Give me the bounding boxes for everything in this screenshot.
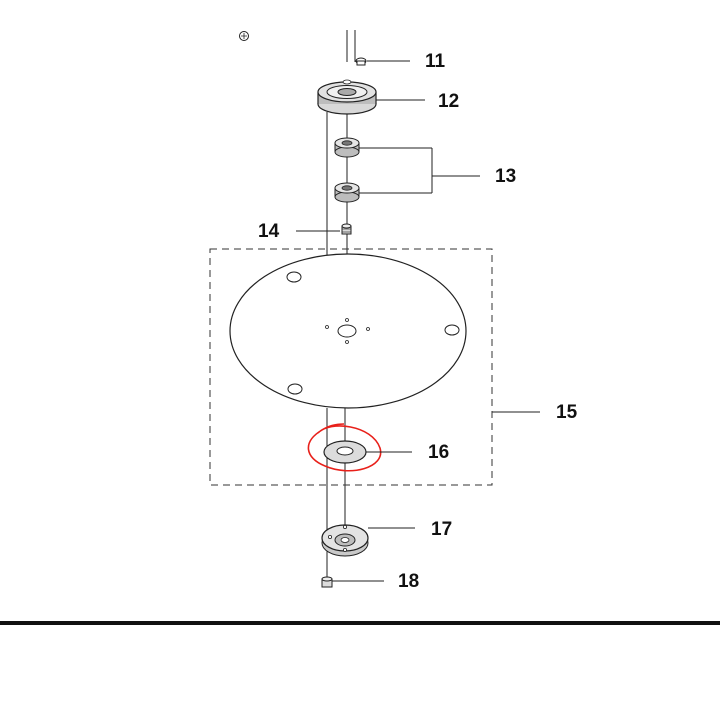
- part-12-bearing-housing: [317, 79, 377, 115]
- registration-symbol-icon: [239, 31, 249, 41]
- part-15-assembly-boundary: [209, 248, 493, 486]
- callout-11: 11: [425, 51, 446, 72]
- cutting-disc: [229, 253, 467, 409]
- part-14-screw: [341, 223, 352, 235]
- callout-18: 18: [398, 571, 419, 592]
- callout-13: 13: [495, 166, 516, 187]
- callout-16: 16: [428, 442, 449, 463]
- part-18-nut: [321, 576, 333, 588]
- red-highlight-circle: [307, 423, 382, 472]
- bottom-rule: [0, 621, 720, 625]
- part-11-screw: [355, 57, 367, 66]
- callout-17: 17: [431, 519, 452, 540]
- leader-lines: [296, 60, 540, 582]
- callout-15: 15: [556, 402, 578, 423]
- part-16-washer: [323, 440, 367, 464]
- callout-14: 14: [258, 221, 280, 242]
- part-13-ball-bearing-upper: [334, 137, 360, 158]
- callout-12: 12: [438, 91, 459, 112]
- part-13-ball-bearing-lower: [334, 182, 360, 203]
- part-17-hub-flange: [321, 524, 369, 557]
